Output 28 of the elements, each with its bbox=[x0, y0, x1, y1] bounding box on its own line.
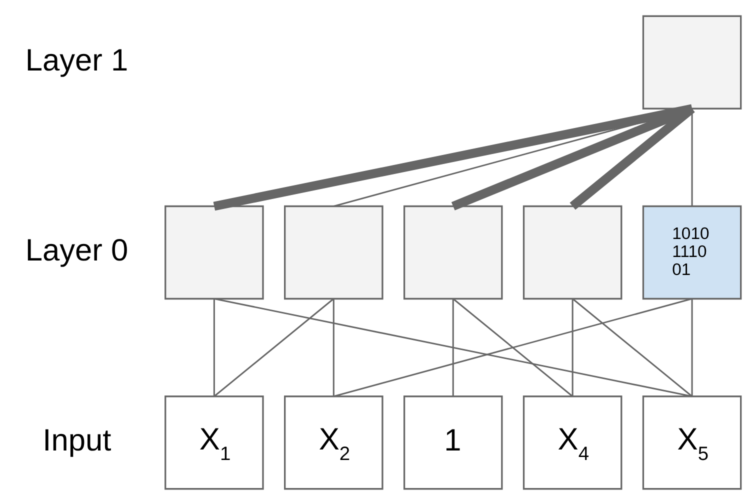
connector bbox=[213, 298, 215, 396]
node-box bbox=[284, 204, 384, 300]
connector bbox=[452, 298, 454, 396]
node-box: 1 bbox=[403, 395, 503, 490]
connector bbox=[451, 104, 694, 210]
connector bbox=[691, 298, 693, 396]
label: Layer 1 bbox=[25, 42, 128, 77]
node-box bbox=[164, 204, 264, 300]
node-box: X$_{4}$ bbox=[522, 395, 622, 490]
connector bbox=[213, 104, 693, 210]
connector bbox=[214, 298, 334, 396]
connector bbox=[333, 298, 692, 397]
node-box: 1010 1110 01 bbox=[642, 204, 742, 300]
node-box: X$_{1}$ bbox=[164, 395, 264, 490]
connector bbox=[691, 108, 693, 206]
connector bbox=[214, 298, 692, 397]
node-box: X$_{2}$ bbox=[284, 395, 384, 490]
connector bbox=[572, 298, 693, 396]
connector bbox=[452, 298, 574, 396]
connector bbox=[333, 107, 692, 206]
label: Input bbox=[42, 422, 112, 458]
node-box: X$_{5}$ bbox=[642, 395, 742, 490]
connector bbox=[572, 298, 574, 396]
connector bbox=[332, 298, 334, 396]
label: Layer 0 bbox=[25, 232, 128, 267]
node-box bbox=[403, 204, 503, 300]
node-box bbox=[642, 14, 742, 109]
node-box bbox=[522, 204, 622, 300]
